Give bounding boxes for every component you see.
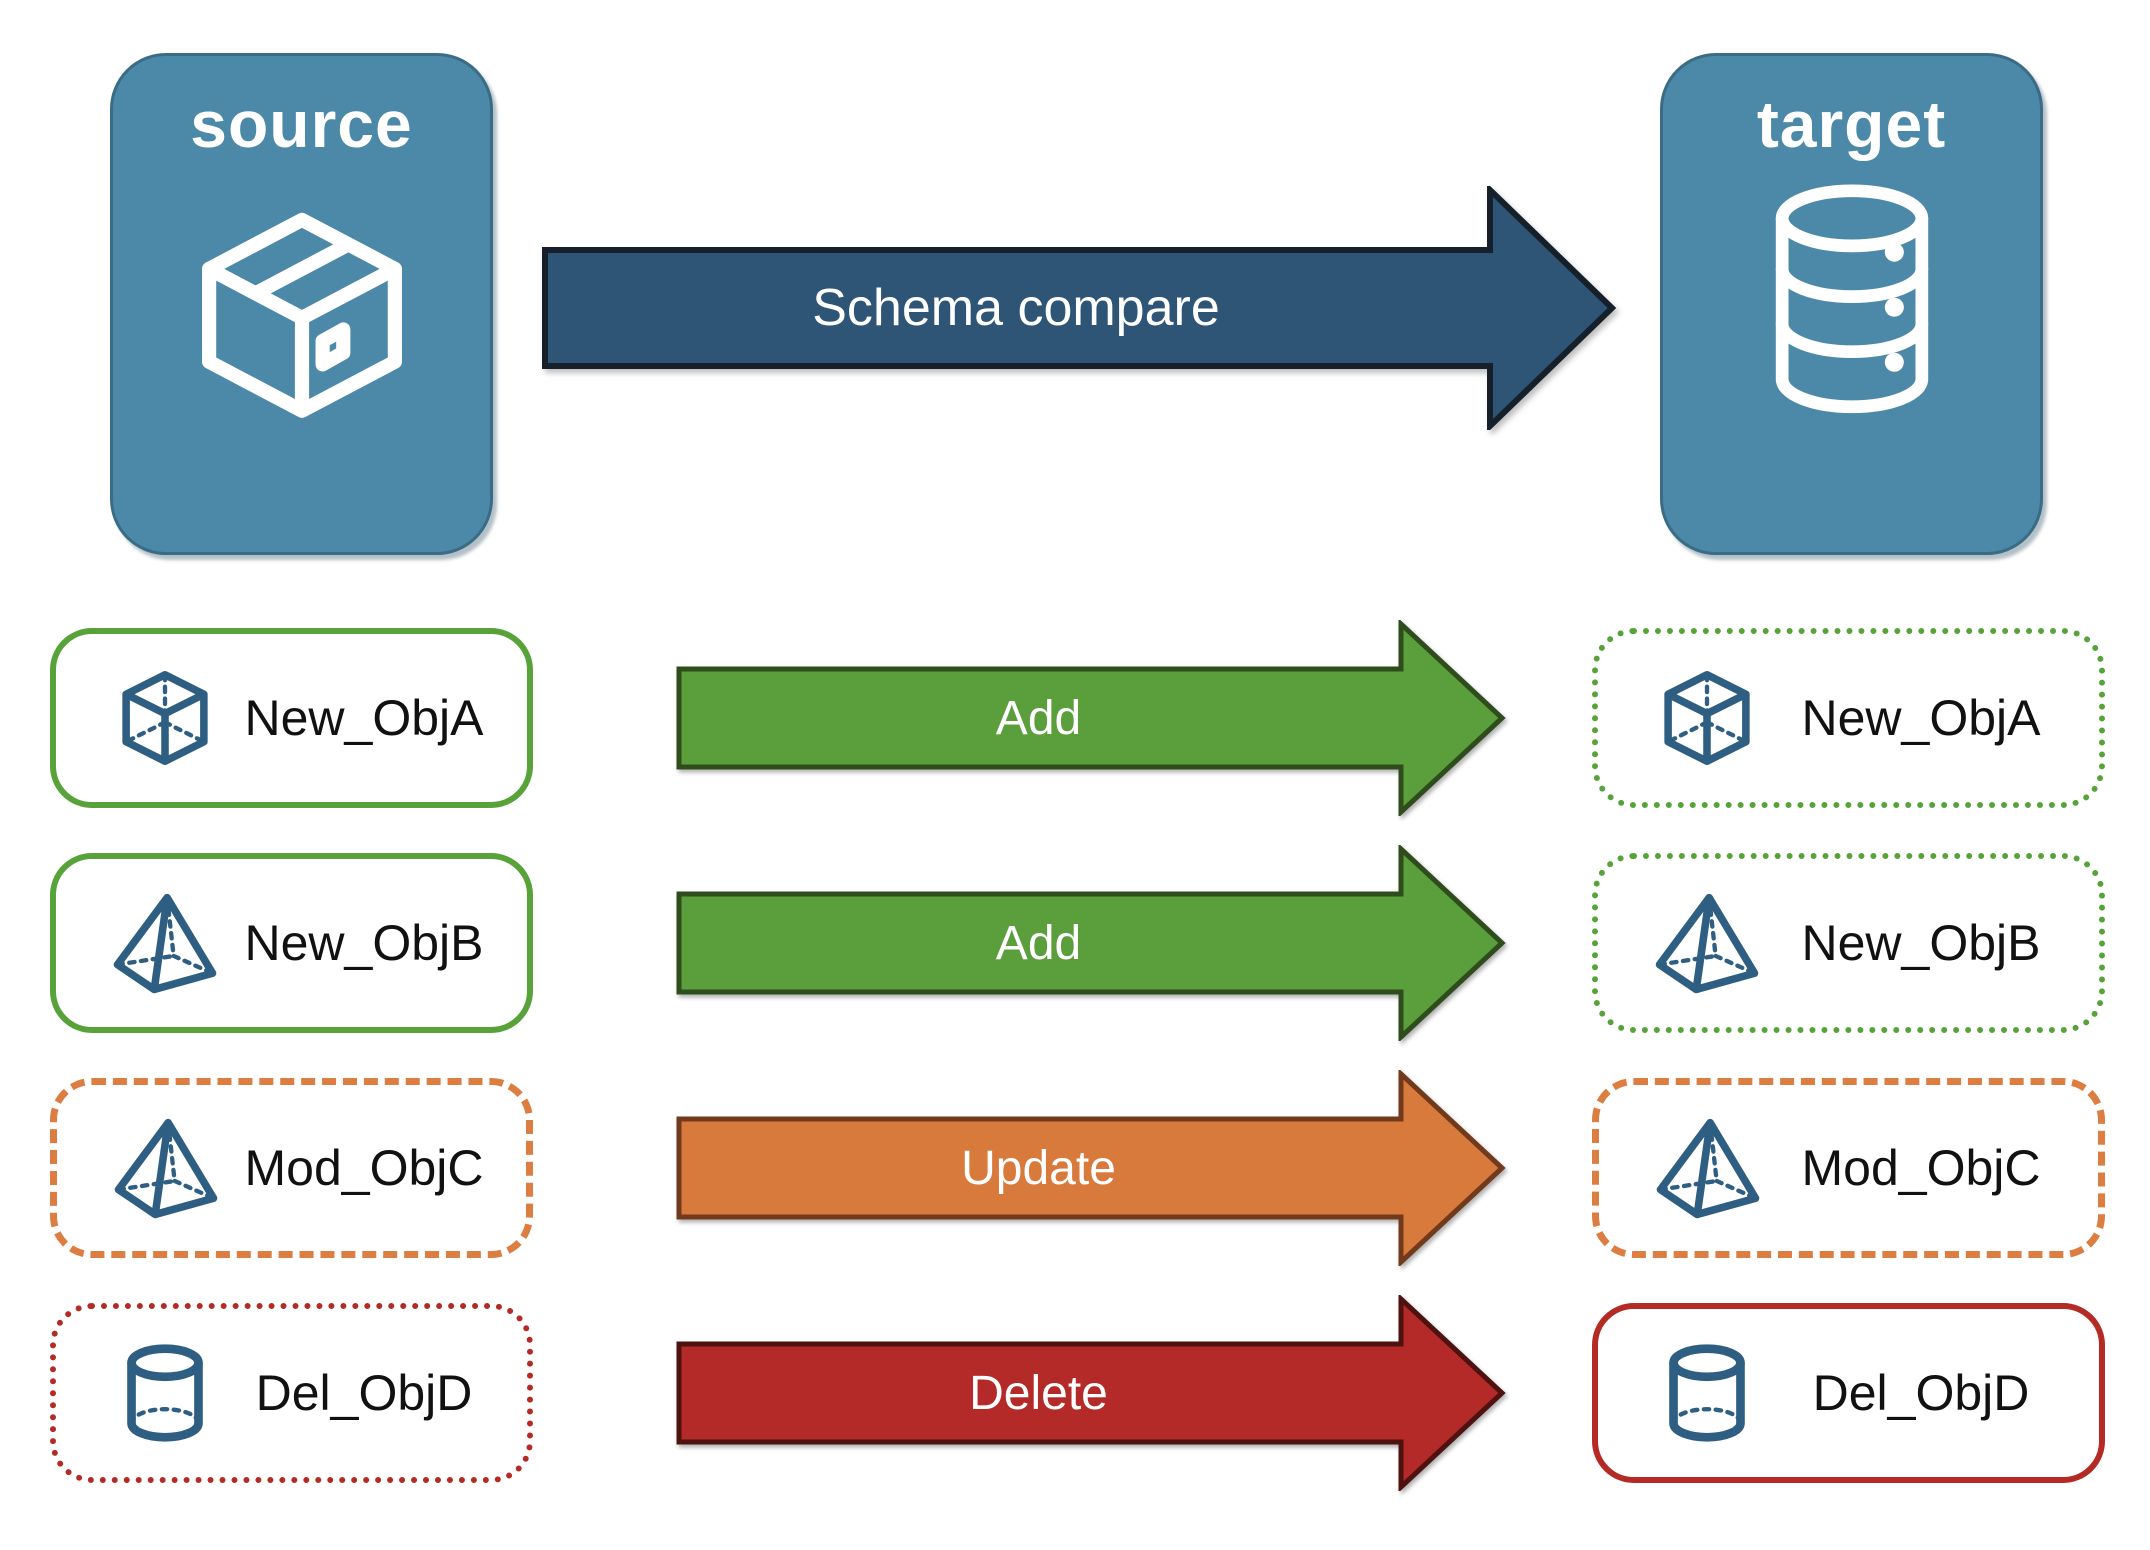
pyramid-icon [112,1114,220,1222]
object-name: New_ObjB [244,915,484,971]
target-node: target [1660,53,2043,555]
target-object-box-row3: Mod_ObjC [1592,1078,2105,1258]
target-title: target [1756,87,1947,161]
object-name: Mod_ObjC [244,1140,484,1196]
action-label: Add [995,691,1082,745]
target-object-box-row2: New_ObjB [1592,853,2105,1033]
source-node: source [110,53,493,555]
cylinder-icon [1653,1339,1761,1447]
object-name: New_ObjB [1801,915,2041,971]
source-object-box-row3: Mod_ObjC [50,1078,533,1258]
compare-arrow-shape [542,182,1617,434]
update-arrow-shape [676,1068,1506,1268]
add-arrow-shape [676,618,1506,818]
object-name: New_ObjA [1801,690,2041,746]
cylinder-icon [111,1339,219,1447]
cube-icon [1653,664,1761,772]
action-label: Add [995,916,1082,970]
source-object-box-row2: New_ObjB [50,853,533,1033]
compare-arrow-label: Schema compare [812,279,1220,337]
object-name: Del_ObjD [1812,1365,2030,1421]
target-object-box-row4: Del_ObjD [1592,1303,2105,1483]
pyramid-icon [111,889,219,997]
action-arrow-row2: Add [676,843,1506,1043]
action-arrow-row3: Update [676,1068,1506,1268]
action-label: Delete [969,1366,1108,1420]
source-object-box-row1: New_ObjA [50,628,533,808]
action-arrow-row4: Delete [676,1293,1506,1493]
target-object-box-row1: New_ObjA [1592,628,2105,808]
object-name: Del_ObjD [255,1365,473,1421]
cube-icon [111,664,219,772]
package-icon [173,176,431,434]
object-name: Mod_ObjC [1801,1140,2041,1196]
source-title: source [190,87,413,161]
action-arrow-row1: Add [676,618,1506,818]
action-label: Update [961,1141,1116,1195]
pyramid-icon [1654,1114,1762,1222]
add-arrow-shape [676,843,1506,1043]
source-object-box-row4: Del_ObjD [50,1303,533,1483]
schema-compare-arrow: Schema compare [542,182,1617,434]
object-name: New_ObjA [244,690,484,746]
database-icon [1746,176,1958,430]
delete-arrow-shape [676,1293,1506,1493]
pyramid-icon [1653,889,1761,997]
